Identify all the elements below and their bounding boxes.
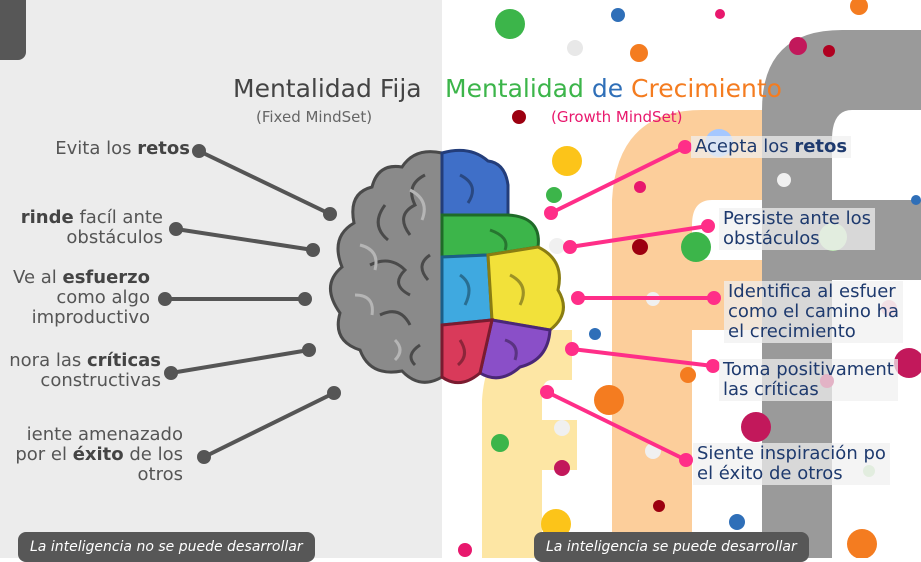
dot (632, 239, 648, 255)
bg-f-grey (762, 30, 921, 558)
dot (653, 500, 665, 512)
dot (554, 460, 570, 476)
dot (554, 420, 570, 436)
dot (847, 529, 877, 558)
dot (681, 232, 711, 262)
growth-title-part1: Mentalidad (445, 74, 584, 103)
dot (680, 367, 696, 383)
growth-connectors (540, 140, 721, 467)
dot (491, 434, 509, 452)
dot (789, 37, 807, 55)
dot (594, 385, 624, 415)
growth-title: Mentalidad de Crecimiento (445, 74, 782, 103)
dot (495, 9, 525, 39)
right-hemisphere-colored (440, 148, 565, 385)
facebook-logo-icon (0, 0, 26, 60)
dot (589, 328, 601, 340)
dot (549, 238, 565, 254)
dot (552, 146, 582, 176)
dot (741, 412, 771, 442)
fixed-connectors (158, 144, 341, 464)
bg-f-yellow (482, 330, 577, 558)
dot (729, 514, 745, 530)
brain-illustration (329, 148, 565, 385)
dot (634, 181, 646, 193)
left-hemisphere-grey (329, 150, 444, 384)
growth-item-retos: Acepta los retos (691, 136, 852, 158)
dot (777, 173, 791, 187)
dot (567, 40, 583, 56)
dot (541, 509, 571, 539)
growth-title-part2: de (591, 74, 624, 103)
dot (894, 348, 921, 378)
dot (546, 187, 562, 203)
fixed-banner: La inteligencia no se puede desarrollar (18, 532, 315, 562)
dot (630, 44, 648, 62)
growth-banner: La inteligencia se puede desarrollar (534, 532, 809, 562)
fixed-title: Mentalidad Fija (233, 74, 422, 103)
fixed-subtitle: (Fixed MindSet) (256, 108, 373, 126)
dot (512, 110, 526, 124)
dot (823, 45, 835, 57)
growth-title-part3: Crecimiento (631, 74, 782, 103)
dot (458, 543, 472, 557)
dot (611, 8, 625, 22)
dot (715, 9, 725, 19)
dot (911, 195, 921, 205)
growth-subtitle: (Growth MindSet) (551, 108, 683, 126)
fixed-item-retos: Evita los retos (55, 138, 190, 159)
dot (850, 0, 868, 15)
